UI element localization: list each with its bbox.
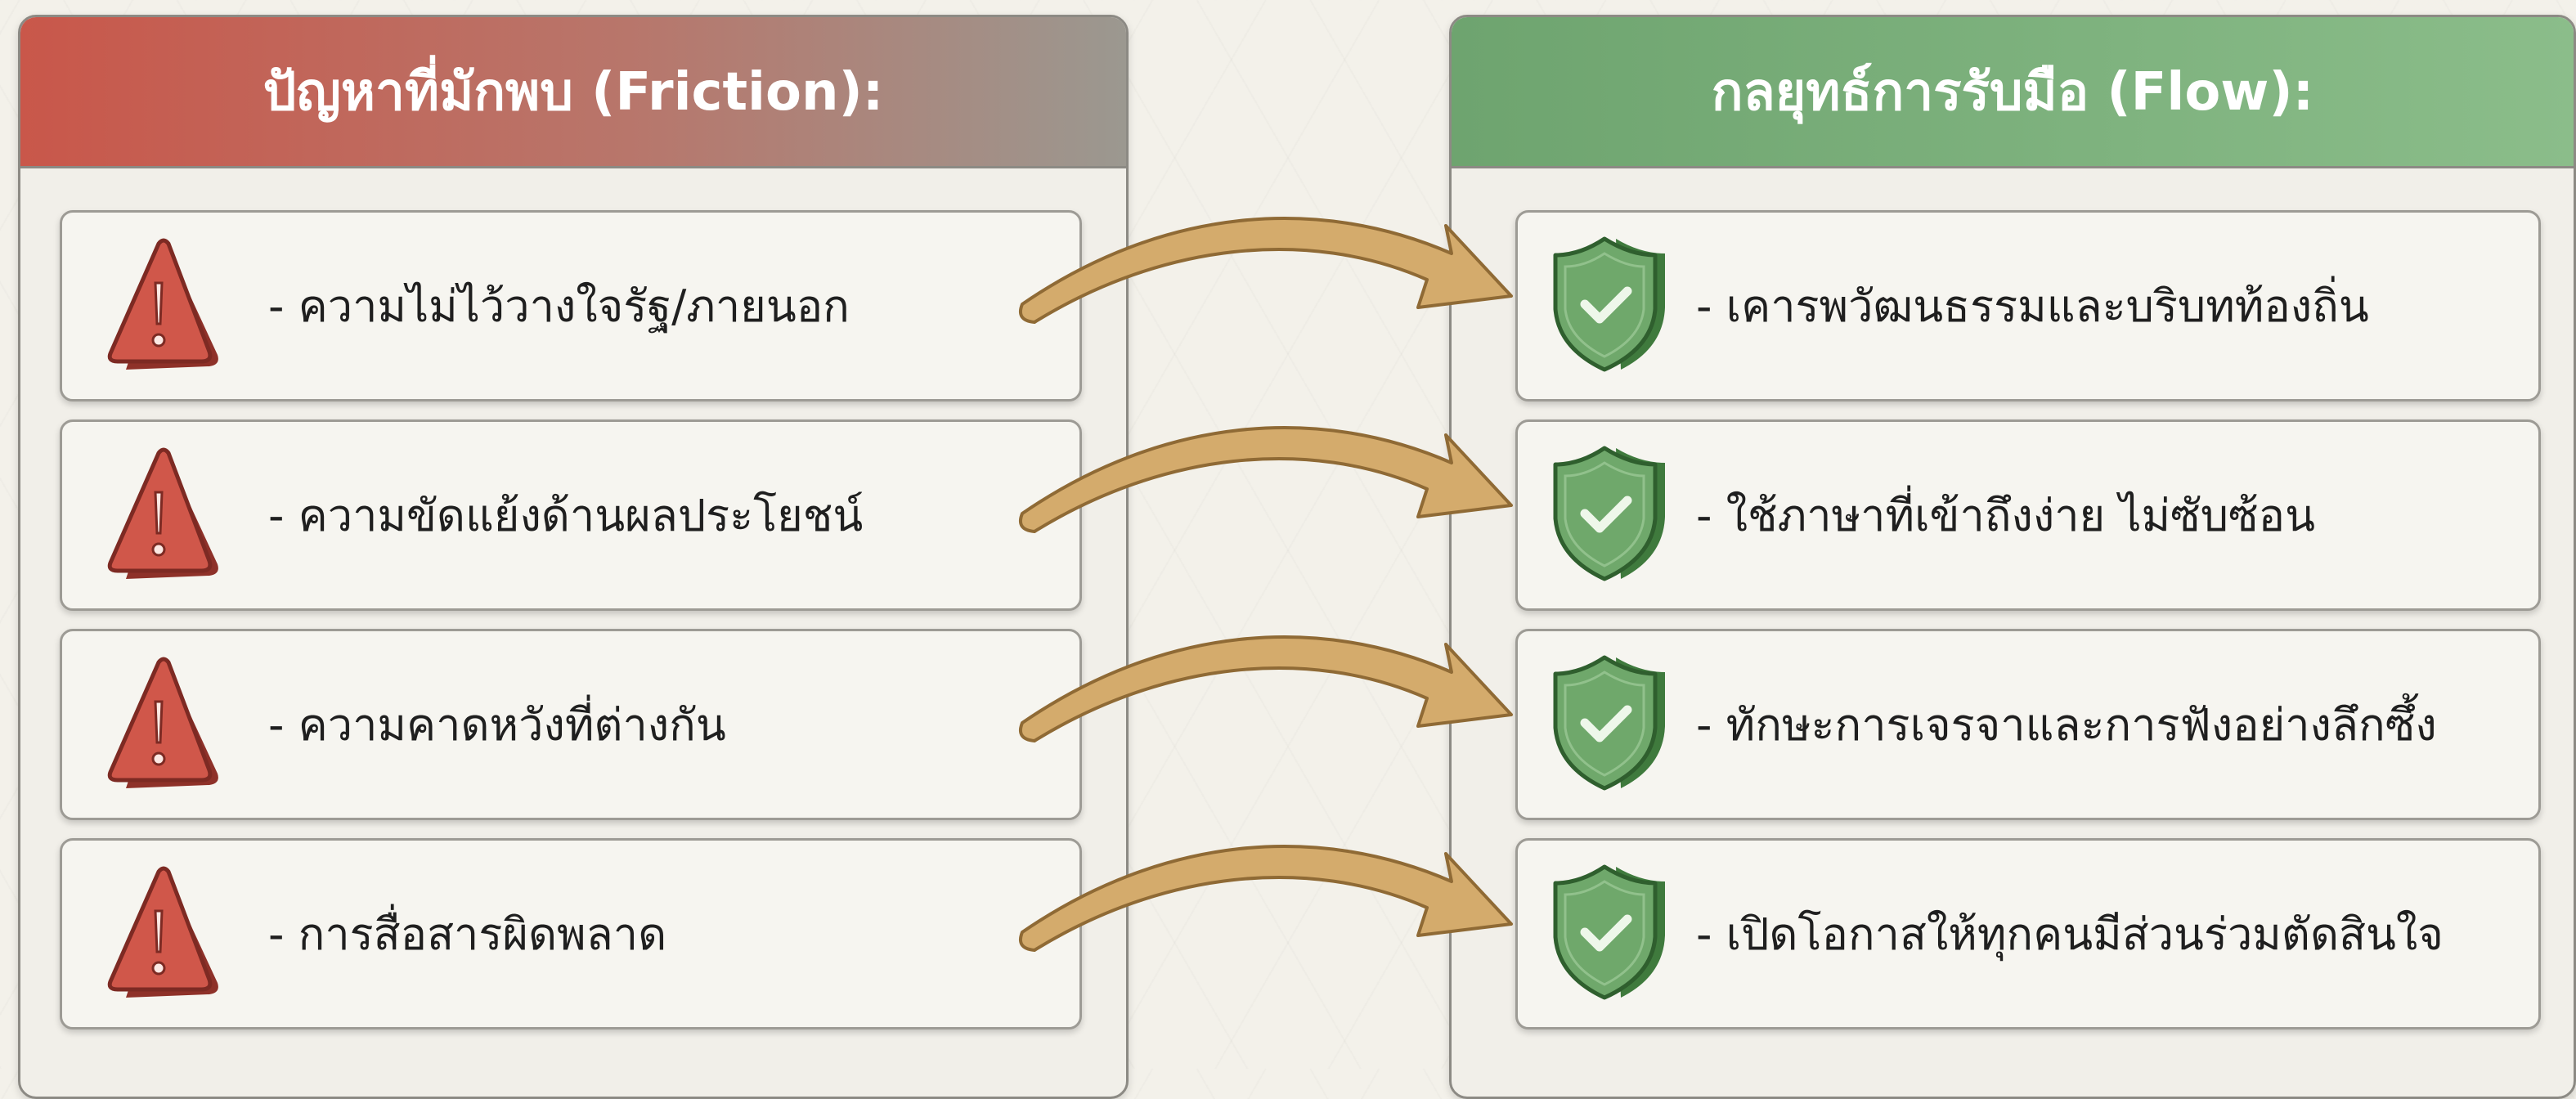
- flow-item-label: - ทักษะการเจรจาและการฟังอย่างลึกซึ้ง: [1696, 699, 2437, 751]
- flow-item: - เปิดโอกาสให้ทุกคนมีส่วนร่วมตัดสินใจ: [1515, 838, 2541, 1029]
- shield-check-icon: [1552, 438, 1675, 585]
- flow-item-label: - เคารพวัฒนธรรมและบริบทท้องถิ่น: [1696, 280, 2369, 332]
- friction-item: - ความคาดหวังที่ต่างกัน: [60, 629, 1082, 820]
- flow-title: กลยุทธ์การรับมือ (Flow):: [1452, 17, 2574, 168]
- friction-item-label: - การสื่อสารผิดพลาด: [268, 908, 667, 960]
- flow-item: - ใช้ภาษาที่เข้าถึงง่าย ไม่ซับซ้อน: [1515, 419, 2541, 611]
- shield-check-icon: [1552, 857, 1675, 1004]
- friction-item-label: - ความขัดแย้งด้านผลประโยชน์: [268, 490, 864, 541]
- shield-check-icon: [1552, 648, 1675, 795]
- flow-item: - ทักษะการเจรจาและการฟังอย่างลึกซึ้ง: [1515, 629, 2541, 820]
- flow-item-label: - ใช้ภาษาที่เข้าถึงง่าย ไม่ซับซ้อน: [1696, 490, 2316, 541]
- friction-item: - ความไม่ไว้วางใจรัฐ/ภายนอก: [60, 210, 1082, 401]
- warning-triangle-icon: [101, 442, 224, 589]
- flow-panel: กลยุทธ์การรับมือ (Flow): - เคารพวัฒนธรรม…: [1449, 15, 2576, 1099]
- friction-item-label: - ความคาดหวังที่ต่างกัน: [268, 699, 726, 751]
- warning-triangle-icon: [101, 651, 224, 798]
- friction-panel: ปัญหาที่มักพบ (Friction): - ความไม่ไว้วา…: [18, 15, 1129, 1099]
- friction-item: - การสื่อสารผิดพลาด: [60, 838, 1082, 1029]
- shield-check-icon: [1552, 229, 1675, 376]
- friction-title: ปัญหาที่มักพบ (Friction):: [20, 17, 1126, 168]
- flow-item: - เคารพวัฒนธรรมและบริบทท้องถิ่น: [1515, 210, 2541, 401]
- flow-item-label: - เปิดโอกาสให้ทุกคนมีส่วนร่วมตัดสินใจ: [1696, 908, 2444, 960]
- warning-triangle-icon: [101, 860, 224, 1007]
- friction-item-label: - ความไม่ไว้วางใจรัฐ/ภายนอก: [268, 280, 850, 332]
- warning-triangle-icon: [101, 232, 224, 379]
- friction-item: - ความขัดแย้งด้านผลประโยชน์: [60, 419, 1082, 611]
